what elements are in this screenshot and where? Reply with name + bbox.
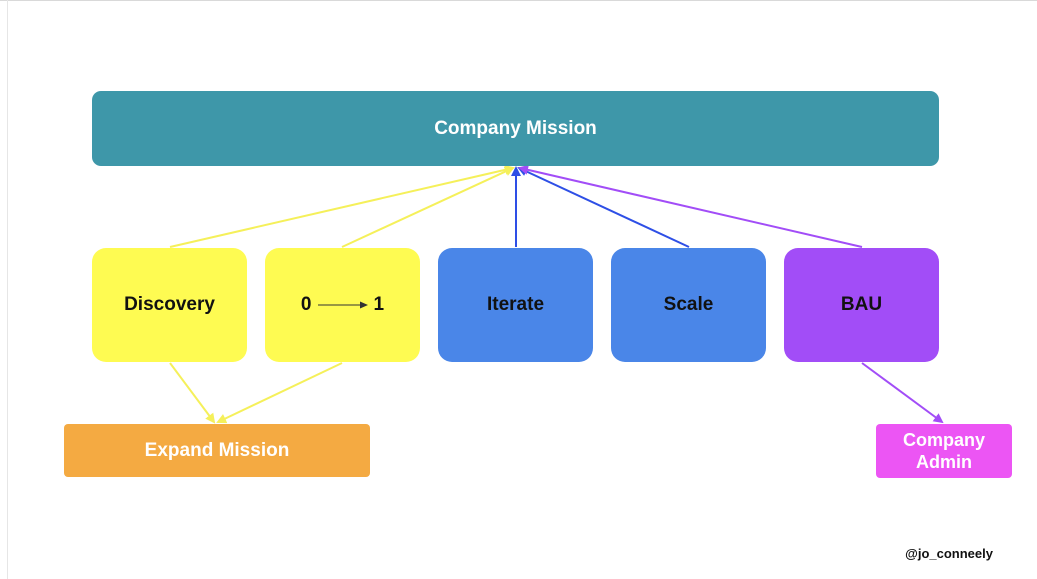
- stage-bau-box: BAU: [784, 248, 939, 362]
- stage-iterate-box: Iterate: [438, 248, 593, 362]
- company-admin-box: Company Admin: [876, 424, 1012, 478]
- stage-scale-label: Scale: [663, 294, 714, 315]
- stage-zero-label: 0: [300, 294, 312, 315]
- stage-scale-box: Scale: [611, 248, 766, 362]
- stage-iterate-label: Iterate: [486, 294, 545, 315]
- company-admin-label-line2: Admin: [916, 452, 972, 472]
- slide-border-left: [7, 0, 8, 579]
- arrow-discovery-to-mission: [169, 164, 515, 248]
- company-mission-box: Company Mission: [92, 91, 939, 166]
- author-credit: @jo_conneely: [905, 546, 993, 561]
- stage-discovery-box: Discovery: [92, 248, 247, 362]
- expand-mission-label: Expand Mission: [144, 439, 290, 461]
- arrow-scale-to-mission: [517, 166, 690, 248]
- slide-border-top: [0, 0, 1037, 1]
- stage-one-label: 1: [373, 294, 385, 315]
- arrow-bau-to-mission: [518, 164, 863, 248]
- arrow-zero-to-one-to-expand: [216, 362, 343, 424]
- arrow-discovery-to-expand: [169, 362, 216, 424]
- company-admin-label-line1: Company: [902, 430, 985, 450]
- arrow-zero-to-one-to-mission: [341, 166, 515, 248]
- stage-discovery-label: Discovery: [124, 294, 215, 315]
- company-mission-label: Company Mission: [434, 117, 597, 139]
- stage-bau-label: BAU: [840, 294, 883, 315]
- right-arrow-icon: [317, 301, 368, 309]
- arrow-bau-to-admin: [861, 362, 944, 424]
- stage-zero-to-one-box: 0 1: [265, 248, 420, 362]
- expand-mission-box: Expand Mission: [64, 424, 370, 477]
